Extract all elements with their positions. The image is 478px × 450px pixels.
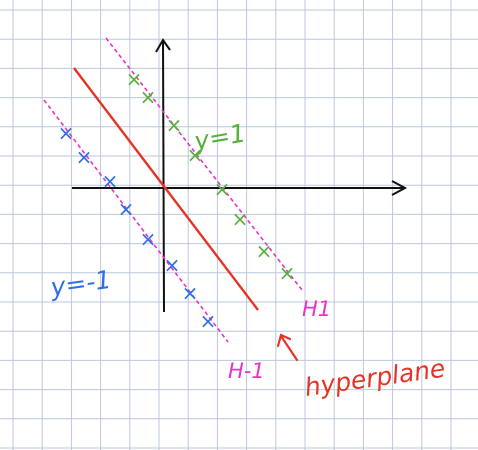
data-point-cross-icon: × bbox=[140, 227, 157, 251]
label-margin-h-minus-1: H-1 bbox=[228, 359, 265, 383]
margin-line-h-minus-1 bbox=[43, 99, 229, 343]
negative-points: ×××××××× bbox=[58, 121, 217, 333]
data-point-cross-icon: × bbox=[140, 85, 157, 109]
label-positive-class: y=1 bbox=[191, 118, 248, 156]
label-margin-h1: H1 bbox=[302, 297, 331, 321]
data-point-cross-icon: × bbox=[102, 169, 119, 193]
hyperplane-line bbox=[73, 67, 259, 311]
data-point-cross-icon: × bbox=[187, 143, 204, 167]
x-axis-arrowhead-icon bbox=[391, 180, 408, 196]
positive-points: ×××××××× bbox=[126, 67, 296, 285]
data-point-cross-icon: × bbox=[214, 177, 231, 201]
hyperplane-arrow-icon bbox=[276, 333, 299, 362]
data-point-cross-icon: × bbox=[279, 261, 296, 285]
data-point-cross-icon: × bbox=[118, 197, 135, 221]
data-point-cross-icon: × bbox=[76, 145, 93, 169]
axes bbox=[72, 38, 408, 313]
data-point-cross-icon: × bbox=[58, 121, 75, 145]
data-point-cross-icon: × bbox=[232, 207, 249, 231]
data-point-cross-icon: × bbox=[166, 113, 183, 137]
data-point-cross-icon: × bbox=[200, 309, 217, 333]
label-negative-class: y=-1 bbox=[48, 265, 113, 302]
data-point-cross-icon: × bbox=[256, 239, 273, 263]
margin-line-h1 bbox=[105, 37, 303, 291]
data-point-cross-icon: × bbox=[164, 253, 181, 277]
data-point-cross-icon: × bbox=[126, 67, 143, 91]
data-point-cross-icon: × bbox=[182, 281, 199, 305]
y-axis-arrowhead-icon bbox=[155, 38, 171, 53]
y-axis bbox=[162, 39, 165, 313]
